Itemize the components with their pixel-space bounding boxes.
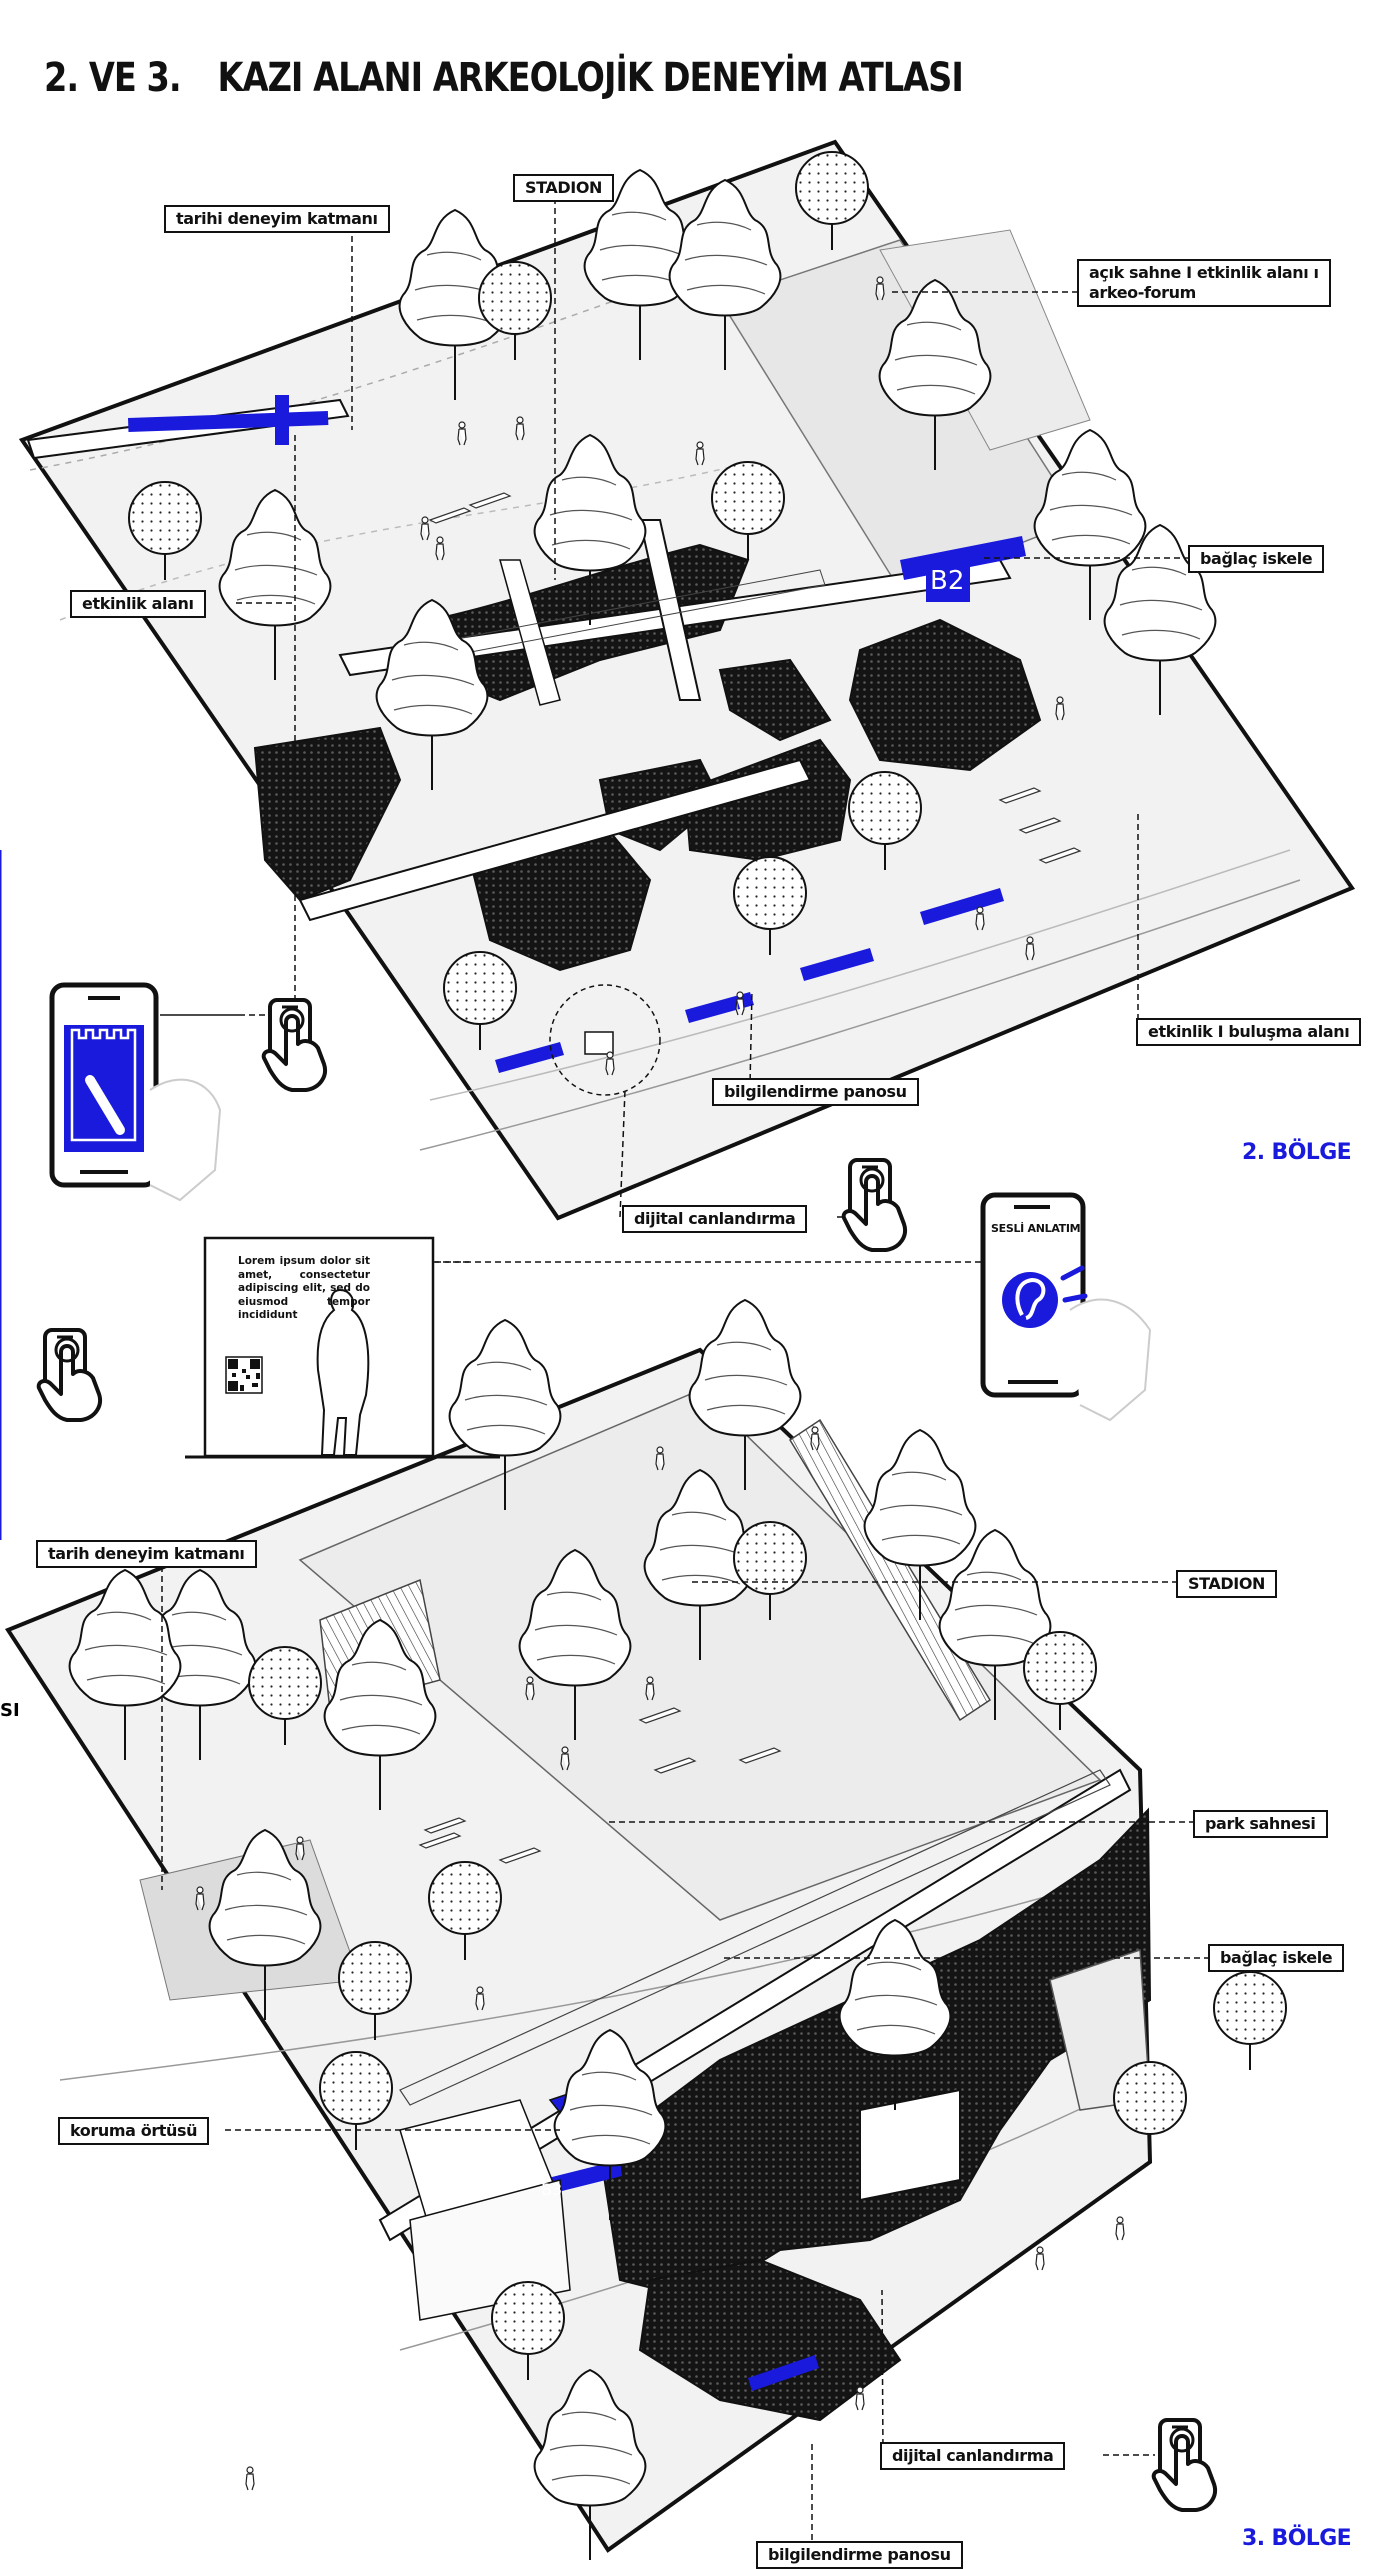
left-edge-fragment: SI	[0, 1700, 20, 1721]
hand-phone-icon	[36, 1328, 103, 1422]
label-bilgilendirme-zone2: bilgilendirme panosu	[712, 1078, 919, 1106]
hand-phone-icon	[841, 1158, 908, 1252]
label-stadion-zone2: STADION	[513, 174, 615, 202]
label-tarih-deneyim-katmani: tarih deneyim katmanı	[36, 1540, 257, 1568]
title-part2: KAZI ALANI ARKEOLOJİK DENEYİM ATLASI	[217, 55, 964, 101]
zone3-tag: B3	[541, 2180, 563, 2199]
zone2-tag: B2	[930, 566, 965, 596]
label-etkinlik-alani: etkinlik alanı	[70, 590, 206, 618]
phone-app-icon	[49, 982, 222, 1202]
page-title: 2. VE 3. KAZI ALANI ARKEOLOJİK DENEYİM AT…	[44, 55, 964, 101]
label-dijital-zone3: dijital canlandırma	[880, 2442, 1066, 2470]
audio-phone-icon	[980, 1192, 1152, 1422]
label-acik-sahne: açık sahne I etkinlik alanı ı arkeo-foru…	[1077, 259, 1331, 307]
zone3-site	[4, 1347, 1153, 2553]
label-tarihi-deneyim-katmani: tarihi deneyim katmanı	[164, 205, 390, 233]
label-etkinlik-bulusma: etkinlik I buluşma alanı	[1136, 1018, 1362, 1046]
hand-phone-icon	[1151, 2418, 1218, 2512]
zone3-name: 3. BÖLGE	[1242, 2526, 1352, 2551]
label-baglac-iskele-zone3: bağlaç iskele	[1208, 1944, 1345, 1972]
info-board-scene	[185, 1236, 500, 1459]
hand-phone-icon	[261, 998, 328, 1092]
zone2-name: 2. BÖLGE	[1242, 1140, 1352, 1165]
info-board-text: Lorem ipsum dolor sit amet, consectetur …	[238, 1255, 370, 1321]
label-stadion-zone3: STADION	[1176, 1570, 1278, 1598]
label-dijital-zone2: dijital canlandırma	[622, 1205, 808, 1233]
label-koruma-ortusu: koruma örtüsü	[58, 2117, 210, 2145]
qr-code-icon	[228, 1359, 260, 1391]
label-park-sahnesi: park sahnesi	[1193, 1810, 1328, 1838]
audio-caption: SESLİ ANLATIM	[991, 1222, 1081, 1235]
label-bilgilendirme-zone3: bilgilendirme panosu	[756, 2541, 963, 2569]
label-baglac-iskele-zone2: bağlaç iskele	[1188, 545, 1325, 573]
zone2-site	[18, 139, 1356, 1221]
title-part1: 2. VE 3.	[44, 55, 182, 101]
